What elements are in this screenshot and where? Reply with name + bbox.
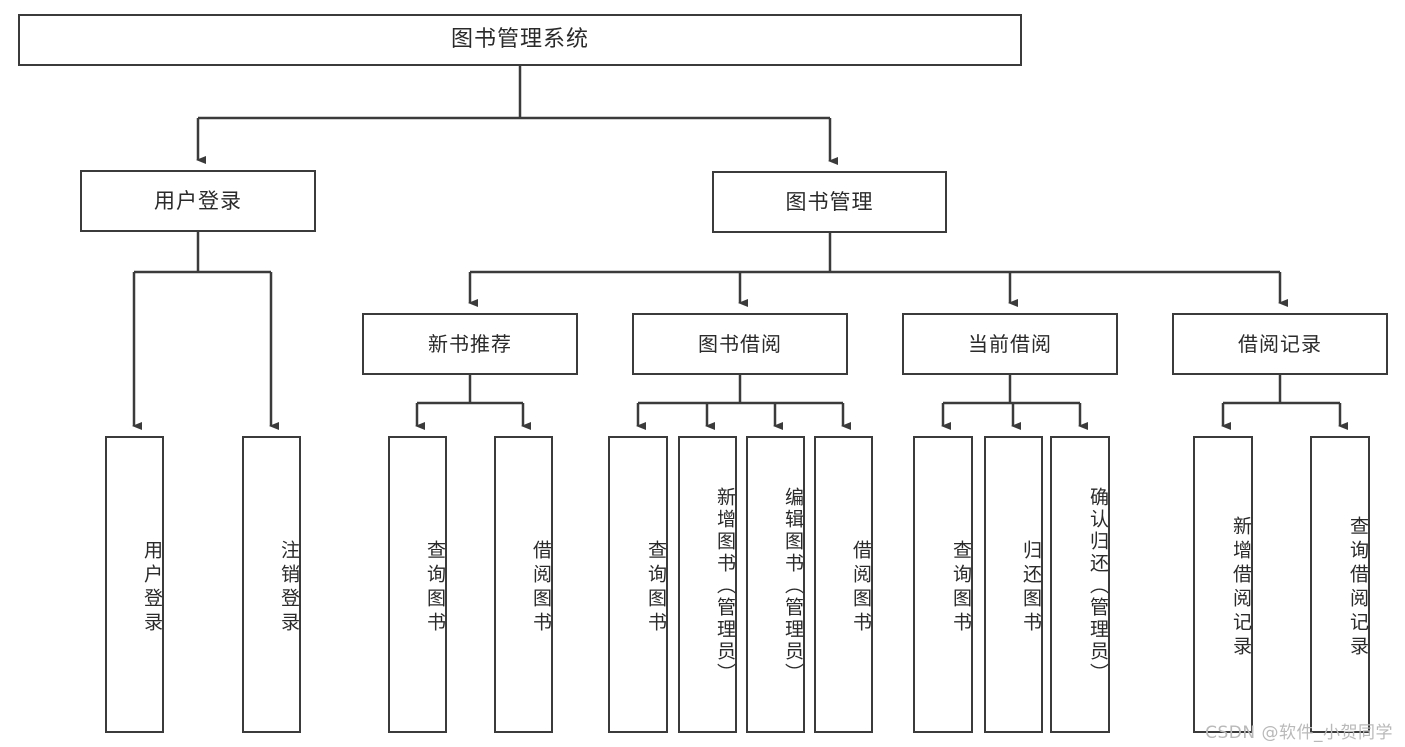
leaf-borrow-record-add[interactable]: 新增借阅记录 [1193, 436, 1253, 733]
leaf-current-borrow-confirm[interactable]: 确认归还（管理员） [1050, 436, 1110, 733]
node-borrow-record[interactable]: 借阅记录 [1172, 313, 1388, 375]
leaf-user-login-login[interactable]: 用户登录 [105, 436, 164, 733]
leaf-new-book-borrow[interactable]: 借阅图书 [494, 436, 553, 733]
node-root[interactable]: 图书管理系统 [18, 14, 1022, 66]
node-book-manage[interactable]: 图书管理 [712, 171, 947, 233]
leaf-current-borrow-return[interactable]: 归还图书 [984, 436, 1043, 733]
node-current-borrow[interactable]: 当前借阅 [902, 313, 1118, 375]
leaf-book-borrow-add[interactable]: 新增图书（管理员） [678, 436, 737, 733]
leaf-book-borrow-query[interactable]: 查询图书 [608, 436, 668, 733]
leaf-book-borrow-edit[interactable]: 编辑图书（管理员） [746, 436, 805, 733]
leaf-borrow-record-query[interactable]: 查询借阅记录 [1310, 436, 1370, 733]
leaf-current-borrow-query[interactable]: 查询图书 [913, 436, 973, 733]
leaf-book-borrow-borrow[interactable]: 借阅图书 [814, 436, 873, 733]
leaf-user-login-logout[interactable]: 注销登录 [242, 436, 301, 733]
node-new-book-recommend[interactable]: 新书推荐 [362, 313, 578, 375]
node-book-borrow[interactable]: 图书借阅 [632, 313, 848, 375]
leaf-new-book-query[interactable]: 查询图书 [388, 436, 447, 733]
node-user-login[interactable]: 用户登录 [80, 170, 316, 232]
